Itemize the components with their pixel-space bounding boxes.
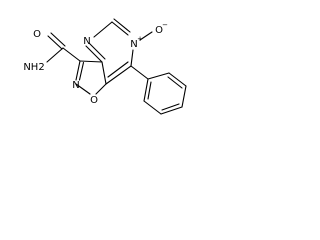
bond-c7-c7a-double-2 xyxy=(107,61,129,78)
bond-ph-2-3 xyxy=(168,72,187,87)
charge-minus: − xyxy=(162,21,168,29)
bond-c7a-c3a xyxy=(101,61,107,85)
atom-carbonyl-oxygen: O xyxy=(33,29,41,40)
bond-c-o-carbonyl-1 xyxy=(47,35,63,50)
atom-isoxazole-oxygen: O xyxy=(90,95,98,106)
bond-ph-5-6 xyxy=(143,100,162,115)
bond-ph-inner-b xyxy=(161,103,180,111)
bond-c3a-n4-double-1 xyxy=(85,45,103,63)
atom-isoxazole-nitrogen: N xyxy=(72,80,79,91)
bond-c-n-amide xyxy=(46,47,64,63)
bond-ph-6-1 xyxy=(143,78,149,102)
bond-n2-o1 xyxy=(75,83,91,95)
bond-c3a-c3 xyxy=(79,60,103,63)
bond-c3-n2-double-1 xyxy=(75,60,81,81)
bond-ph-inner-a xyxy=(167,76,183,89)
molecule-structure: O NH2 N N + O − N O xyxy=(23,18,187,115)
bond-n4-c5 xyxy=(93,21,113,38)
atom-ring-nitrogen-top: N xyxy=(83,36,90,47)
bond-c-o-carbonyl-2 xyxy=(50,32,66,47)
bond-o1-c7a xyxy=(95,83,107,95)
bond-ph-inner-c xyxy=(147,81,152,100)
bond-c7-c7a-double-1 xyxy=(105,65,132,85)
bond-c5-n6-double-1 xyxy=(111,21,129,36)
bond-c7-phenyl xyxy=(130,65,149,80)
bond-ph-4-5 xyxy=(160,106,183,115)
bond-ph-3-4 xyxy=(181,85,187,108)
bonds xyxy=(46,18,187,115)
atom-amide-nitrogen: NH2 xyxy=(23,62,44,73)
bond-c-c3 xyxy=(62,47,81,62)
bond-ph-1-2 xyxy=(147,72,170,80)
atom-labels: O NH2 N N + O − N O xyxy=(23,21,168,106)
charge-plus: + xyxy=(137,35,143,43)
atom-oxide-oxygen: O xyxy=(155,25,163,36)
bond-n6-c7 xyxy=(130,49,134,67)
atom-ring-nitrogen-oxide: N xyxy=(130,39,137,50)
bond-c3a-n4-double-2 xyxy=(88,42,106,60)
bond-c5-n6-double-2 xyxy=(113,18,131,33)
bond-n6-o-oxide xyxy=(139,31,153,41)
bond-c3-n2-double-2 xyxy=(78,61,85,81)
